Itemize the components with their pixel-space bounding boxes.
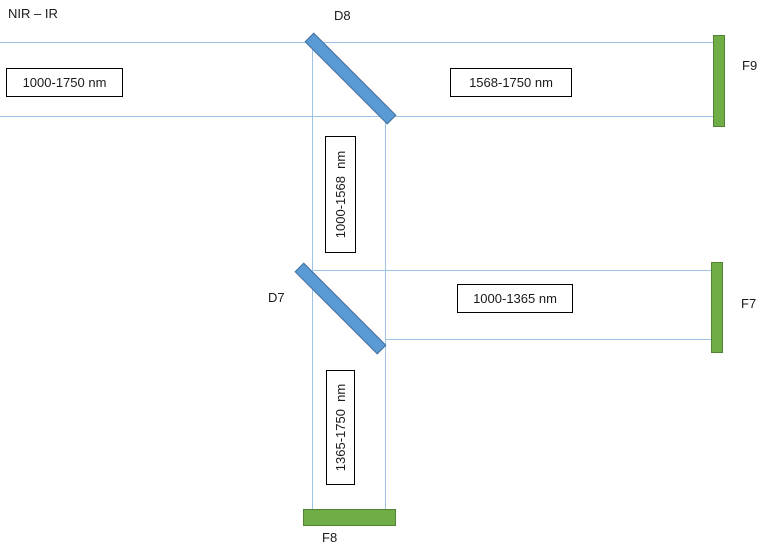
diagram-title: NIR – IR: [8, 6, 58, 21]
wavelength-box-input: 1000-1750 nm: [6, 68, 123, 97]
wavelength-box-d8-transmitted-text: 1568-1750 nm: [469, 75, 553, 90]
beam-line-d7-to-f7-top: [312, 270, 711, 271]
wavelength-box-d8-transmitted: 1568-1750 nm: [450, 68, 572, 97]
wavelength-box-d7-transmitted: 1365-1750 nm: [326, 370, 355, 485]
beam-line-reflected-right: [385, 116, 386, 509]
beam-line-d7-to-f7-bottom: [385, 339, 711, 340]
filter-label-f7: F7: [741, 296, 757, 311]
filter-f8: [303, 509, 396, 526]
wavelength-box-d7-transmitted-text: 1365-1750 nm: [333, 383, 349, 472]
mirror-label-d7: D7: [268, 290, 285, 305]
beam-line-input-top: [0, 42, 713, 43]
wavelength-box-d7-reflected: 1000-1365 nm: [457, 284, 573, 313]
wavelength-box-d7-reflected-text: 1000-1365 nm: [473, 291, 557, 306]
filter-label-f9: F9: [742, 58, 758, 73]
mirror-label-d8: D8: [334, 8, 351, 23]
wavelength-box-d8-reflected: 1000-1568 nm: [325, 136, 356, 253]
dichroic-mirror-d7: [294, 262, 387, 355]
beam-line-input-bottom: [0, 116, 713, 117]
dichroic-mirror-d8: [304, 32, 397, 125]
filter-f7: [711, 262, 723, 353]
filter-label-f8: F8: [322, 530, 338, 545]
filter-f9: [713, 35, 725, 127]
wavelength-box-d8-reflected-text: 1000-1568 nm: [333, 150, 349, 239]
wavelength-box-input-text: 1000-1750 nm: [22, 75, 107, 90]
